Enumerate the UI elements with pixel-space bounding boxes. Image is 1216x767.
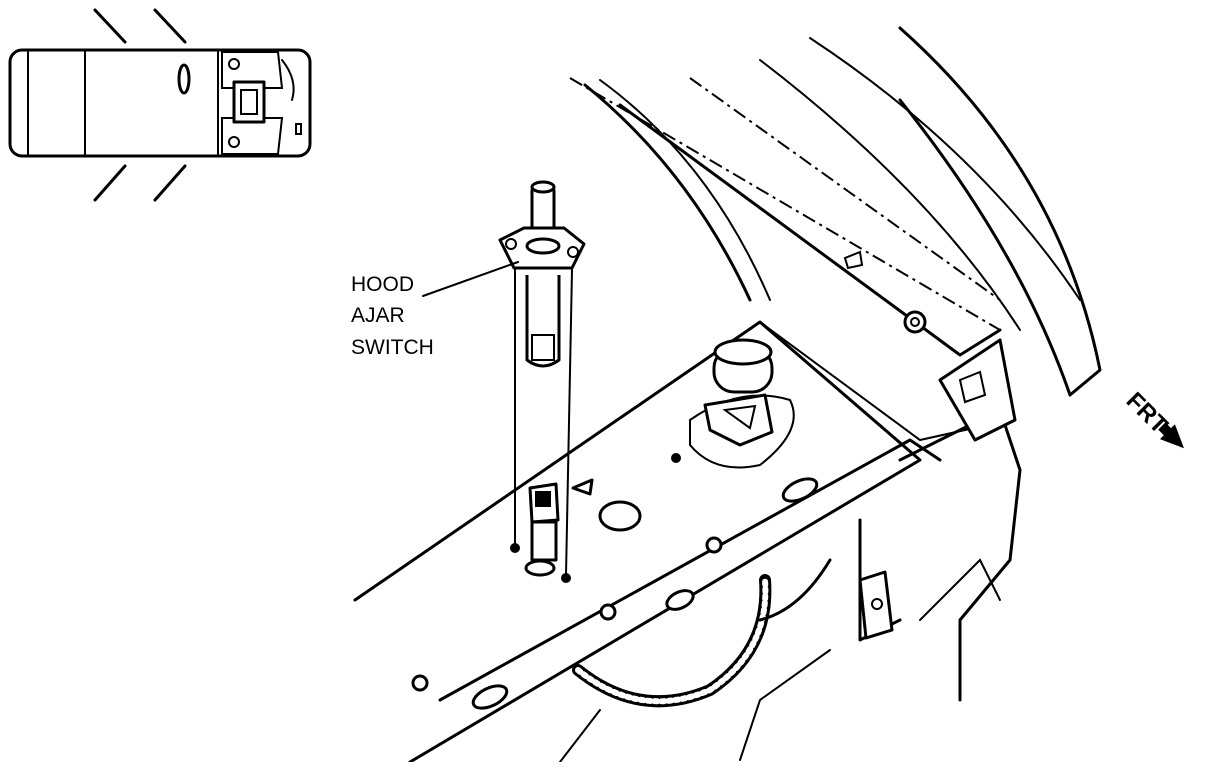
radiator-support-panel [353,250,1022,764]
vehicle-top-view-icon [8,8,312,202]
hood-bumper [689,338,795,469]
callout-line-3: SWITCH [351,336,434,359]
wiring-harness [572,558,832,708]
callout-line-2: AJAR [351,304,405,327]
callout-line-1: HOOD [351,273,414,296]
callout-label: HOOD AJAR SWITCH [351,261,519,359]
front-direction-indicator: FRT [1121,387,1184,449]
callout-leader-line [422,261,519,297]
hood-panel [569,26,1102,397]
hood-ajar-switch [498,180,586,583]
